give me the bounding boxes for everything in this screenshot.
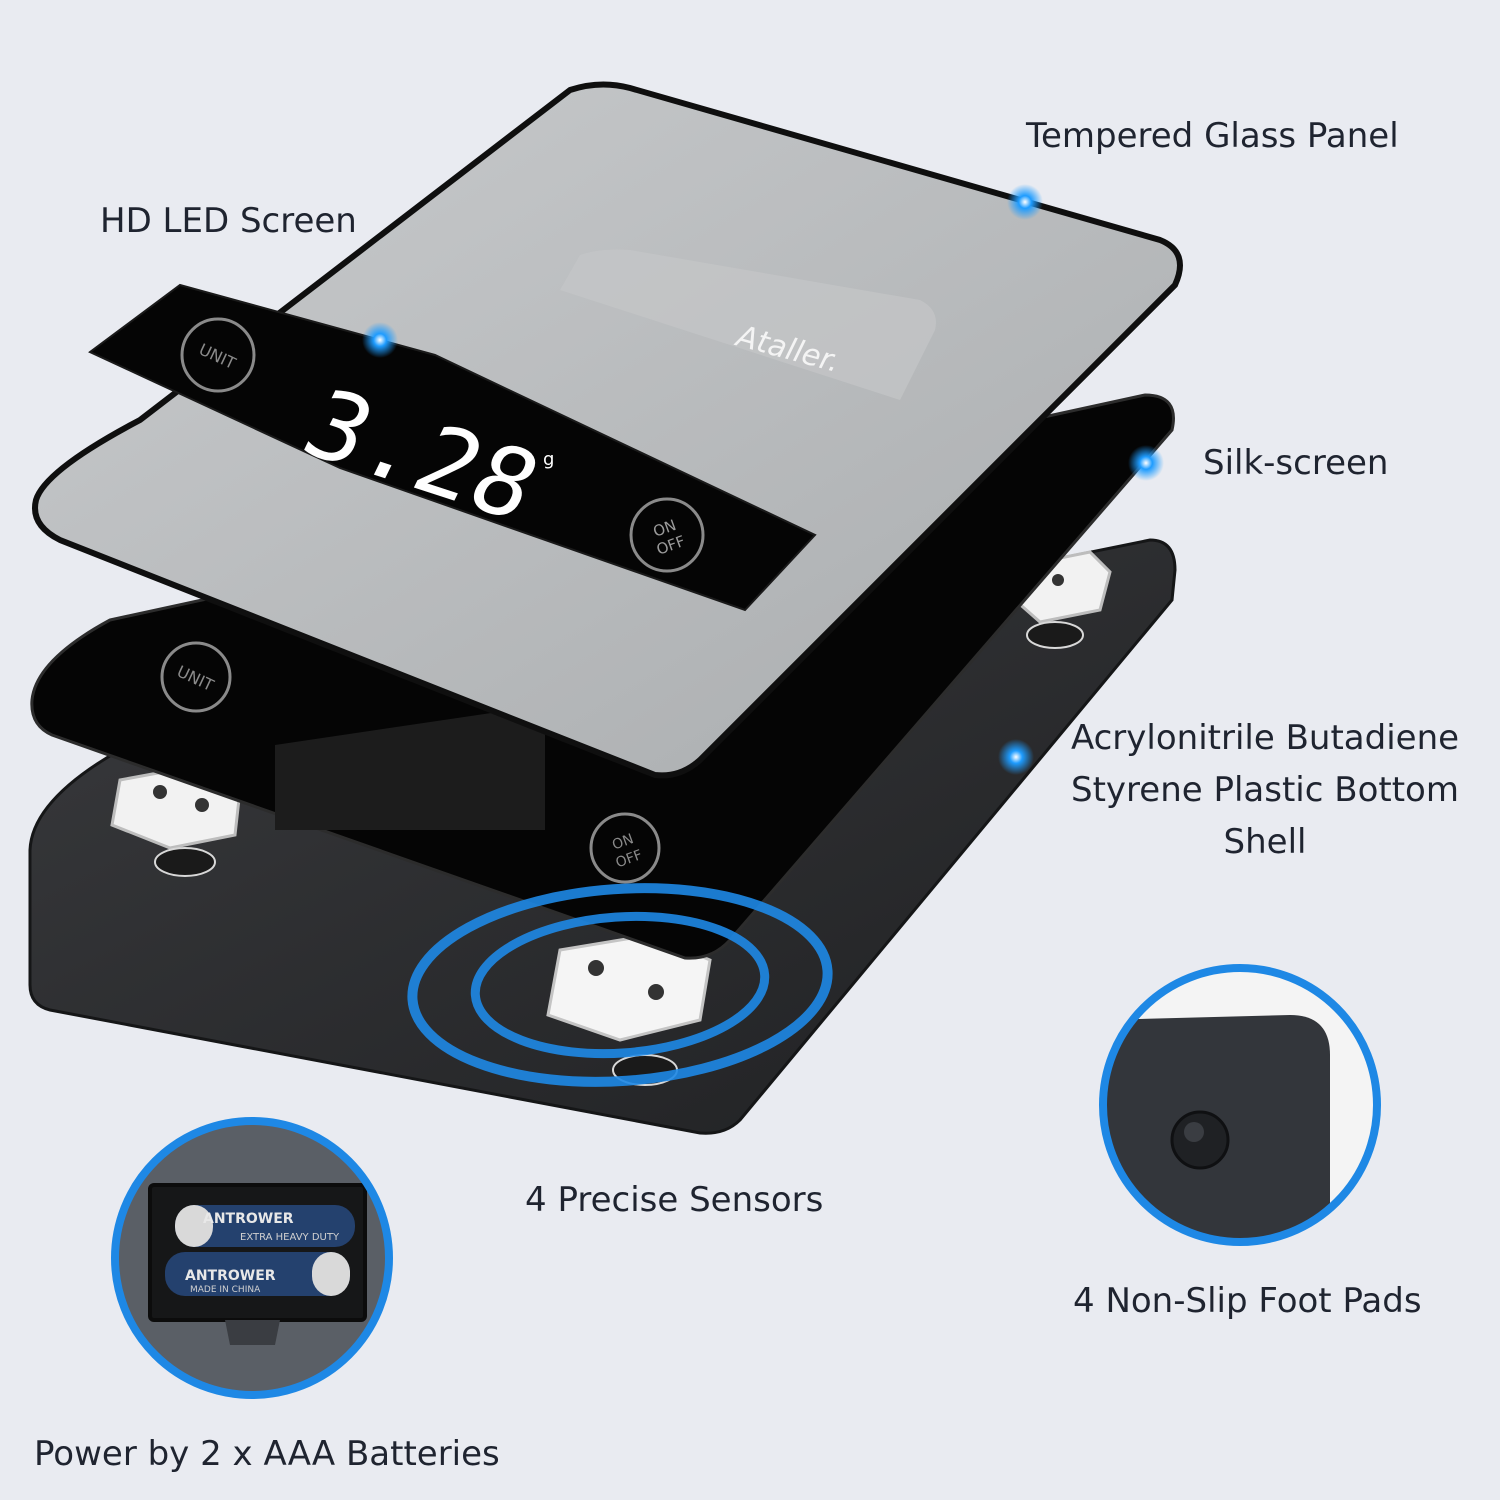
label-hd-led: HD LED Screen xyxy=(100,201,357,241)
silk-onoff-button-outline xyxy=(589,812,661,884)
weight-unit: g xyxy=(543,449,554,470)
label-sensors: 4 Precise Sensors xyxy=(525,1180,824,1220)
foot-pad-inset-ring xyxy=(1099,964,1381,1246)
dot-silk-screen xyxy=(1128,445,1164,481)
label-abs-shell-line2: Styrene Plastic Bottom xyxy=(1071,770,1459,810)
led-onoff-button xyxy=(629,497,705,573)
battery-inset-ring xyxy=(111,1117,393,1399)
label-abs-shell-line3: Shell xyxy=(1223,822,1307,862)
silk-unit-button-outline xyxy=(160,641,232,713)
led-strip xyxy=(88,283,817,612)
battery-cell-bottom: ANTROWER MADE IN CHINA xyxy=(165,1252,350,1296)
callout-dots xyxy=(362,184,1164,775)
label-batteries: Power by 2 x AAA Batteries xyxy=(34,1434,500,1474)
silk-on-text: ON xyxy=(610,831,636,853)
hd-led-screen: UNIT ON OFF 3.28 g xyxy=(88,283,817,612)
battery-inset: ANTROWER EXTRA HEAVY DUTY ANTROWER MADE … xyxy=(111,1117,393,1399)
sensor-bracket-left xyxy=(110,766,242,877)
battery-line-bottom: MADE IN CHINA xyxy=(190,1285,261,1295)
label-silk-screen: Silk-screen xyxy=(1203,443,1389,483)
label-abs-shell-line1: Acrylonitrile Butadiene xyxy=(1070,718,1460,758)
label-foot-pads: 4 Non-Slip Foot Pads xyxy=(1073,1281,1422,1321)
tempered-glass-panel: Ataller. xyxy=(32,81,1183,779)
dot-hd-led xyxy=(362,322,398,358)
battery-brand-bottom: ANTROWER xyxy=(185,1268,276,1284)
dot-abs-shell xyxy=(998,739,1034,775)
label-tempered-glass: Tempered Glass Panel xyxy=(1026,116,1399,156)
battery-line-top: EXTRA HEAVY DUTY xyxy=(240,1232,340,1243)
battery-brand-top: ANTROWER xyxy=(203,1211,294,1227)
led-unit-button xyxy=(180,317,256,393)
silk-display-window xyxy=(275,705,545,830)
glass-surface xyxy=(32,81,1183,779)
battery-cell-top: ANTROWER EXTRA HEAVY DUTY xyxy=(175,1205,355,1247)
sensor-highlight-ring-inner xyxy=(470,911,770,1059)
sensor-highlight-ring-outer xyxy=(407,883,833,1087)
foot-pad-inset xyxy=(1099,964,1381,1246)
dot-tempered-glass xyxy=(1007,184,1043,220)
